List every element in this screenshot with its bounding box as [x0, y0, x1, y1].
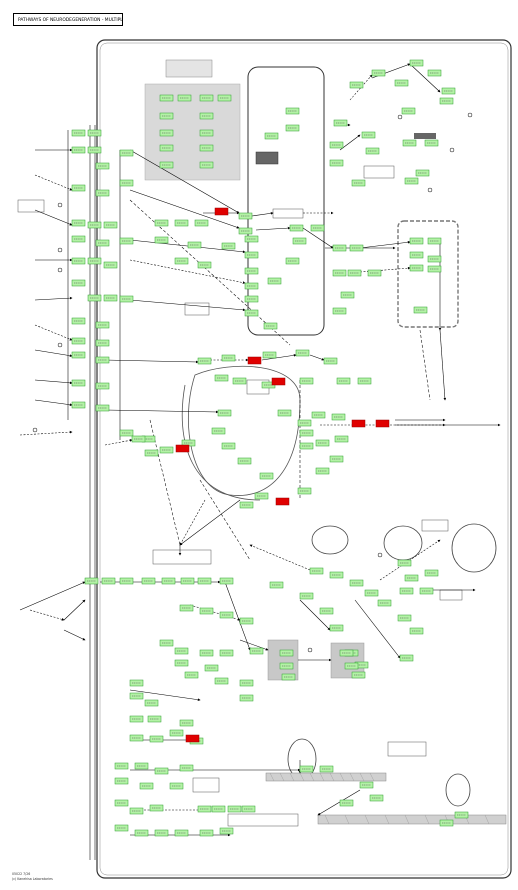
connector-line [440, 330, 445, 400]
dark-box [256, 152, 278, 164]
connector-line [35, 298, 72, 300]
highlighted-gene-node[interactable] [352, 420, 365, 427]
highlighted-gene-node[interactable] [176, 445, 189, 452]
connector-line [105, 410, 218, 412]
compound-node[interactable] [58, 248, 62, 252]
connector-line [256, 228, 290, 230]
connector-line [410, 64, 440, 92]
compound-node[interactable] [468, 113, 472, 117]
compound-node[interactable] [58, 203, 62, 207]
connector-line [318, 790, 360, 815]
connector-line [250, 545, 310, 570]
compound-node[interactable] [450, 148, 454, 152]
connector-line [35, 175, 72, 190]
vesicle [384, 526, 422, 560]
connector-line [20, 432, 72, 435]
footer-version: 05022 7/26 [12, 872, 30, 876]
dashed-connector [200, 480, 250, 560]
compound-node[interactable] [308, 648, 312, 652]
connector-line [105, 360, 198, 362]
connector-line [20, 582, 85, 610]
connector-line [310, 355, 324, 360]
dashed-connector [420, 330, 430, 400]
compound-node[interactable] [428, 188, 432, 192]
connector-line [35, 400, 72, 405]
connector-line [35, 350, 72, 356]
compound-node[interactable] [398, 115, 402, 119]
connector-line [300, 600, 330, 630]
connector-line [30, 610, 64, 620]
connector-line [360, 242, 410, 248]
compound-node[interactable] [58, 268, 62, 272]
highlighted-gene-node[interactable] [376, 420, 389, 427]
connector-line [252, 213, 273, 216]
highlighted-gene-node[interactable] [215, 208, 228, 215]
highlighted-gene-node[interactable] [186, 735, 199, 742]
connector-line [360, 268, 410, 272]
connector-line [180, 500, 240, 545]
connector-line [180, 500, 205, 545]
connector-line [64, 600, 85, 620]
connector-line [35, 210, 72, 225]
connector-line [105, 440, 132, 445]
footer-copyright: (c) Kanehisa Laboratories [12, 877, 53, 881]
compound-node[interactable] [378, 553, 382, 557]
mitochondrion [188, 366, 300, 495]
label-boxes [18, 166, 462, 826]
highlighted-gene-node[interactable] [248, 357, 261, 364]
connector-line [35, 325, 72, 340]
highlighted-gene-node[interactable] [276, 498, 289, 505]
dashed-compartment [398, 221, 458, 327]
compound-node[interactable] [58, 343, 62, 347]
highlighted-gene-node[interactable] [272, 378, 285, 385]
nucleus-compartment [248, 67, 324, 335]
connector-line [64, 630, 85, 640]
connector-line [35, 380, 72, 383]
compound-node[interactable] [33, 428, 37, 432]
microtubule-bar [266, 773, 386, 781]
